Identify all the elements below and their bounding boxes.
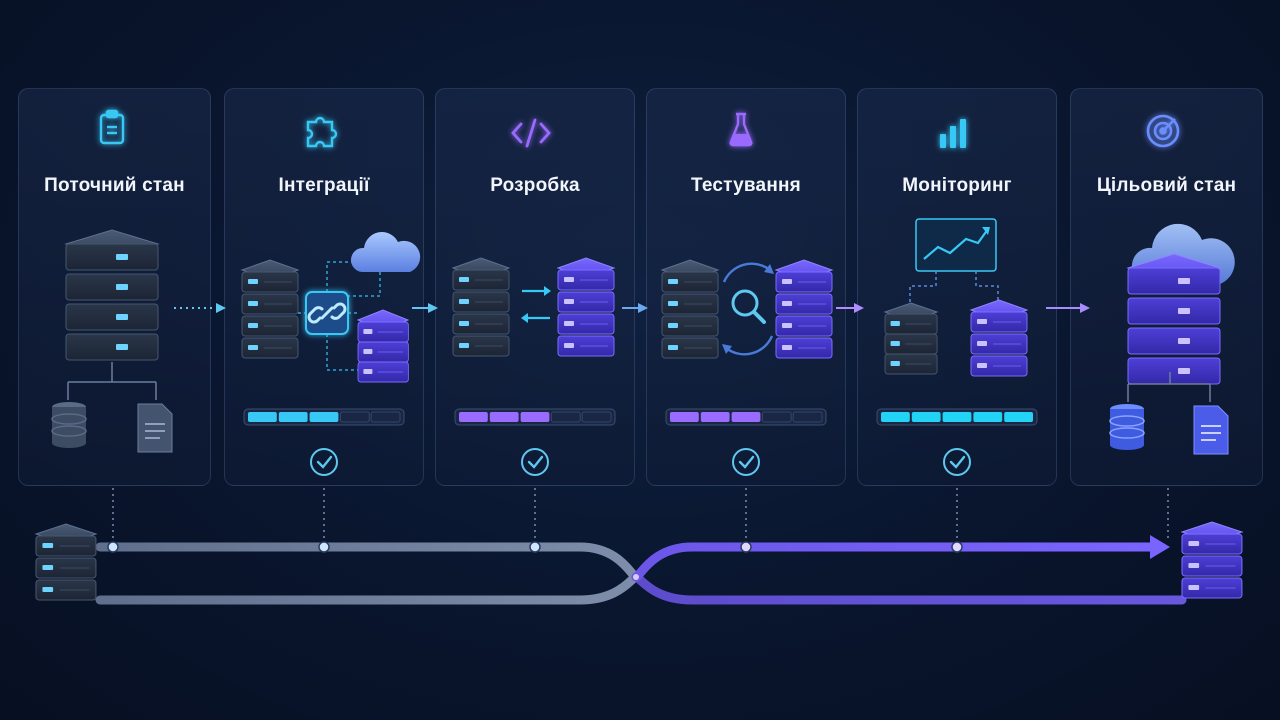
stage-arrow-2 [412,303,438,313]
legacy-server-stack [64,229,160,361]
panel-current: Поточний стан [18,88,211,486]
monitor-new-stack [969,299,1029,377]
progress-segment [731,412,761,422]
progress-segment [700,412,730,422]
clipboard-icon [99,109,125,145]
progress-bar-testing [665,408,827,426]
target-server-stack [1126,253,1222,385]
progress-segment [339,411,370,423]
code-icon [511,118,551,148]
legacy-tree-connector [67,362,157,400]
legacy-track [95,542,1187,605]
progress-segment [973,412,1003,422]
timeline-legacy-server [34,523,98,601]
progress-bar-integration [243,408,405,426]
target-tree-connector [1127,372,1211,402]
dev-new-stack [556,257,616,357]
timeline-arrowhead [1150,535,1170,559]
panel-title-target: Цільовий стан [1096,175,1237,196]
timeline-target-server [1180,521,1244,599]
progress-segment [670,412,699,422]
test-new-stack [774,259,834,359]
progress-segment [911,412,941,422]
integration-new-stack [356,309,410,383]
panel-title-integration: Інтеграції [278,175,370,196]
panel-title-testing: Тестування [691,175,801,196]
progress-segment [309,412,339,422]
stage-arrow-3 [622,303,648,313]
progress-bar-development [454,408,616,426]
dev-legacy-stack [451,257,511,357]
progress-segment [942,412,972,422]
check-badges [310,448,971,476]
progress-bars [243,408,1038,426]
progress-bar-monitoring [876,408,1038,426]
database-icon [51,402,87,448]
monitor-chart-icon [915,218,997,272]
monitor-connectors [909,271,999,304]
progress-segment [278,412,308,422]
progress-segment [761,411,792,423]
progress-segment [370,411,401,423]
integration-legacy-stack [240,259,300,359]
monitor-legacy-stack [883,302,939,375]
target-document-icon [1193,405,1229,455]
progress-segment [489,412,519,422]
cloud-icon [350,232,421,272]
stage-arrow-5 [1046,303,1090,313]
panel-title-current: Поточний стан [44,175,185,196]
progress-segment [1004,412,1033,422]
panel-title-development: Розробка [490,175,580,196]
sync-arrows [521,286,551,323]
check-circle-icon [943,448,971,476]
puzzle-icon [306,116,338,148]
magnifier-icon [722,262,774,356]
progress-segment [550,411,581,423]
link-icon [305,291,349,335]
progress-segment [248,412,277,422]
check-circle-icon [732,448,760,476]
panel-title-monitoring: Моніторинг [902,175,1012,196]
timeline-milestones [107,541,963,553]
check-circle-icon [310,448,338,476]
progress-segment [881,412,910,422]
timeline-connectors [112,488,1169,546]
stage-arrow-1 [174,303,226,313]
integration-connectors [298,261,381,371]
progress-segment [792,411,823,423]
stage-arrow-4 [836,303,864,313]
document-icon [137,403,173,453]
target-icon [1146,114,1180,148]
merge-point [633,574,639,580]
progress-segment [459,412,488,422]
check-circle-icon [521,448,549,476]
test-legacy-stack [660,259,720,359]
target-database-icon [1109,404,1145,450]
progress-segment [581,411,612,423]
progress-segment [520,412,550,422]
flask-icon [729,112,753,147]
bar-chart-icon [940,119,966,148]
